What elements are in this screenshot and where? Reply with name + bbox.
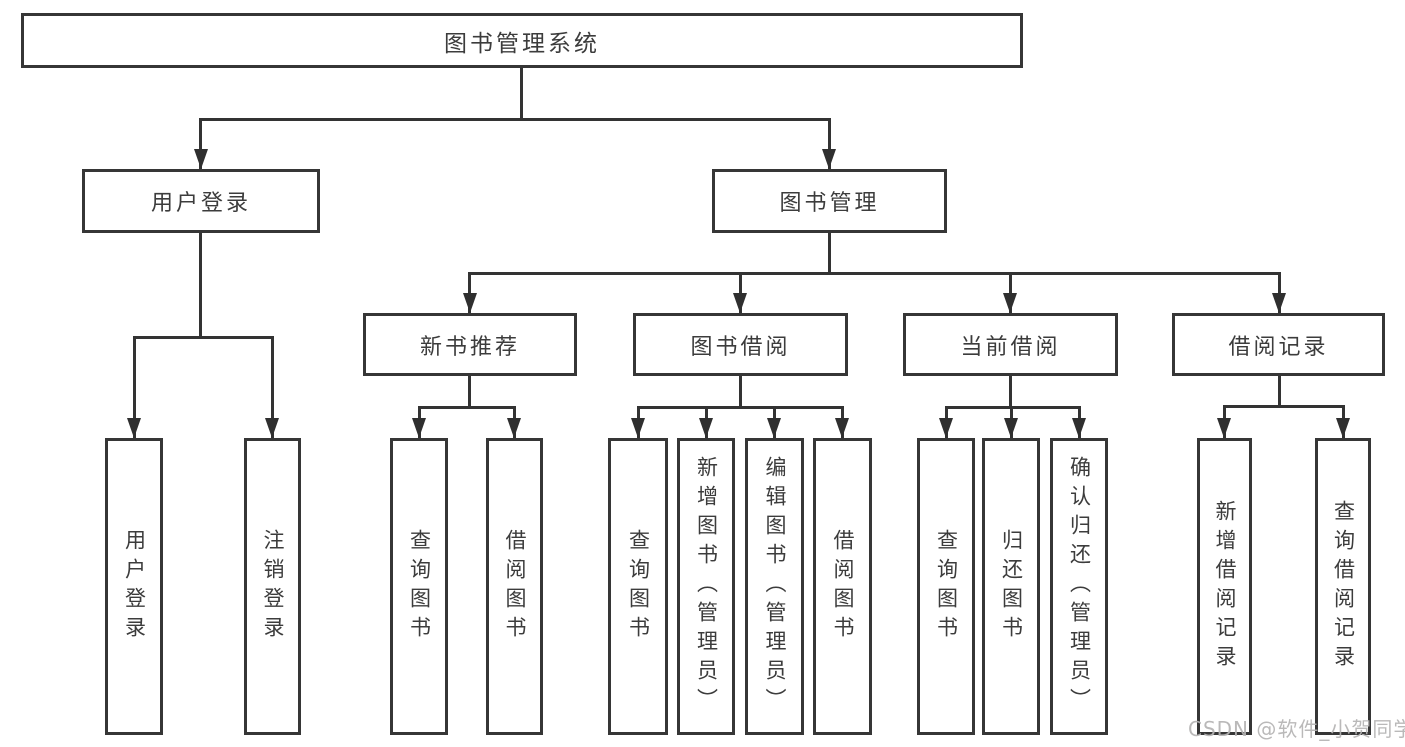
connector-line: [1009, 376, 1012, 409]
connector-line: [637, 406, 844, 409]
watermark: CSDN @软件_小贺同学: [1188, 717, 1405, 741]
leaf-borrow-books: 借阅图书: [813, 438, 872, 735]
node-label: 当前借阅: [960, 334, 1061, 360]
leaf-edit-books-admin: 编辑图书（管理员）: [745, 438, 804, 735]
connector-line: [199, 233, 202, 339]
node-label: 借阅记录: [1228, 334, 1329, 360]
connector-line: [271, 336, 274, 438]
leaf-user-login: 用户登录: [105, 438, 163, 735]
node-current-borrowing: 当前借阅: [903, 313, 1118, 376]
connector-line: [520, 68, 523, 121]
node-label: 用户登录: [150, 191, 251, 216]
arrowhead-down-icon: [1003, 293, 1017, 313]
connector-line: [739, 272, 742, 313]
connector-line: [133, 336, 136, 438]
arrowhead-down-icon: [1004, 418, 1018, 438]
node-label: 用户登录: [122, 528, 147, 645]
node-borrowing-records: 借阅记录: [1172, 313, 1385, 376]
arrowhead-down-icon: [127, 418, 141, 438]
arrowhead-down-icon: [194, 149, 208, 169]
node-label: 归还图书: [999, 528, 1024, 645]
node-label: 查询图书: [626, 528, 651, 645]
node-label: 图书管理: [779, 191, 880, 216]
node-label: 新书推荐: [419, 334, 520, 360]
connector-line: [199, 118, 202, 169]
connector-line: [739, 376, 742, 409]
node-label: 图书管理系统: [444, 30, 600, 57]
node-label: 新增借阅记录: [1213, 499, 1237, 674]
connector-line: [1223, 405, 1345, 408]
arrowhead-down-icon: [631, 418, 645, 438]
leaf-query-books-current: 查询图书: [917, 438, 975, 735]
leaf-logout: 注销登录: [244, 438, 301, 735]
arrowhead-down-icon: [733, 293, 747, 313]
leaf-borrow-books-recommend: 借阅图书: [486, 438, 543, 735]
connector-line: [418, 406, 516, 409]
arrowhead-down-icon: [1336, 418, 1350, 438]
connector-line: [828, 233, 831, 275]
arrowhead-down-icon: [939, 418, 953, 438]
node-book-borrowing: 图书借阅: [633, 313, 848, 376]
node-label: 确认归还（管理员）: [1067, 456, 1092, 717]
leaf-confirm-return-admin: 确认归还（管理员）: [1050, 438, 1108, 735]
connector-line: [1278, 375, 1281, 408]
connector-line: [945, 406, 1081, 409]
node-label: 借阅图书: [831, 528, 855, 645]
node-label: 图书借阅: [690, 334, 791, 360]
node-book-management: 图书管理: [712, 169, 947, 233]
arrowhead-down-icon: [265, 418, 279, 438]
node-new-book-recommendation: 新书推荐: [363, 313, 577, 376]
node-label: 查询图书: [407, 528, 432, 645]
node-label: 注销登录: [261, 528, 285, 645]
connector-line: [468, 272, 471, 313]
leaf-add-borrow-record: 新增借阅记录: [1197, 438, 1252, 735]
arrowhead-down-icon: [1072, 418, 1086, 438]
arrowhead-down-icon: [767, 418, 781, 438]
arrowhead-down-icon: [1272, 293, 1286, 313]
arrowhead-down-icon: [1217, 418, 1231, 438]
connector-line: [199, 118, 831, 121]
node-root: 图书管理系统: [21, 13, 1023, 68]
leaf-query-books-recommend: 查询图书: [390, 438, 448, 735]
arrowhead-down-icon: [699, 418, 713, 438]
leaf-query-books-borrow: 查询图书: [608, 438, 668, 735]
leaf-add-books-admin: 新增图书（管理员）: [677, 438, 735, 735]
node-label: 查询借阅记录: [1331, 499, 1356, 674]
leaf-return-books: 归还图书: [982, 438, 1040, 735]
arrowhead-down-icon: [412, 418, 426, 438]
node-label: 查询图书: [934, 528, 959, 645]
connector-line: [1009, 272, 1012, 313]
node-label: 新增图书（管理员）: [694, 456, 719, 717]
node-user-login: 用户登录: [82, 169, 320, 233]
leaf-query-borrow-record: 查询借阅记录: [1315, 438, 1371, 735]
connector-line: [828, 118, 831, 169]
connector-line: [468, 272, 1281, 275]
node-label: 借阅图书: [503, 528, 527, 645]
node-label: 编辑图书（管理员）: [763, 456, 787, 717]
connector-line: [133, 336, 274, 339]
arrowhead-down-icon: [822, 149, 836, 169]
connector-line: [1278, 272, 1281, 313]
connector-line: [468, 376, 471, 409]
arrowhead-down-icon: [507, 418, 521, 438]
arrowhead-down-icon: [835, 418, 849, 438]
arrowhead-down-icon: [463, 293, 477, 313]
